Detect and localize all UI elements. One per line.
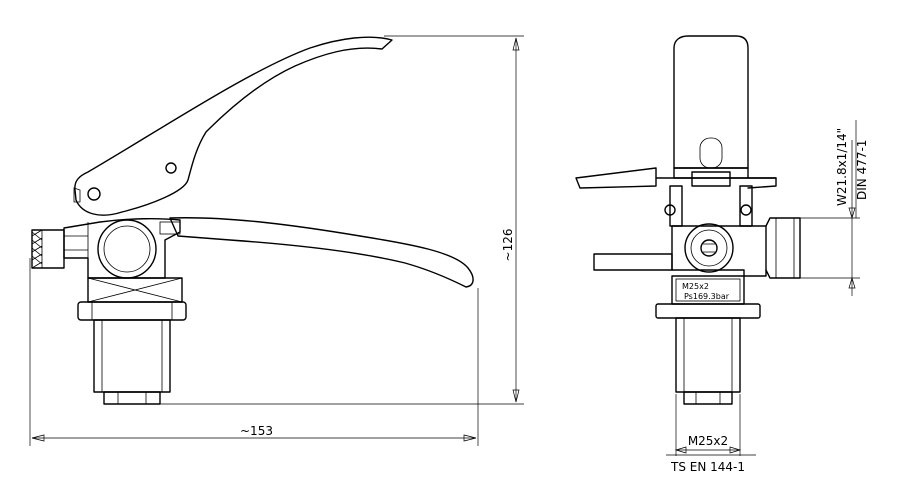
front-port	[684, 223, 734, 273]
stem-tip	[103, 391, 161, 405]
length-label: ~153	[240, 424, 273, 438]
front-outlet	[765, 217, 801, 279]
lower-handle	[169, 217, 474, 288]
lever-pin	[165, 162, 177, 174]
pivot-pin	[87, 187, 101, 201]
plate-line-2: Ps169.3bar	[684, 292, 730, 301]
thread-stem	[93, 319, 171, 393]
plate-line-1: M25x2	[682, 282, 709, 291]
side-fitting	[31, 229, 65, 269]
standard-label: TS EN 144-1	[670, 460, 745, 474]
front-stem	[675, 317, 741, 393]
safety-pin	[575, 167, 657, 189]
collar	[77, 301, 187, 321]
thread-label: M25x2	[688, 434, 728, 448]
marking-plate	[675, 278, 741, 302]
side-thread-label: W21.8x1/14"	[835, 128, 849, 206]
gauge-port	[97, 219, 157, 279]
valve-body	[63, 217, 181, 279]
side-view	[29, 35, 524, 446]
front-view	[575, 35, 860, 456]
height-label: ~126	[501, 229, 515, 262]
upper-lever	[74, 36, 393, 216]
side-standard-label: DIN 477-1	[855, 140, 869, 200]
front-lever-top	[673, 35, 749, 169]
